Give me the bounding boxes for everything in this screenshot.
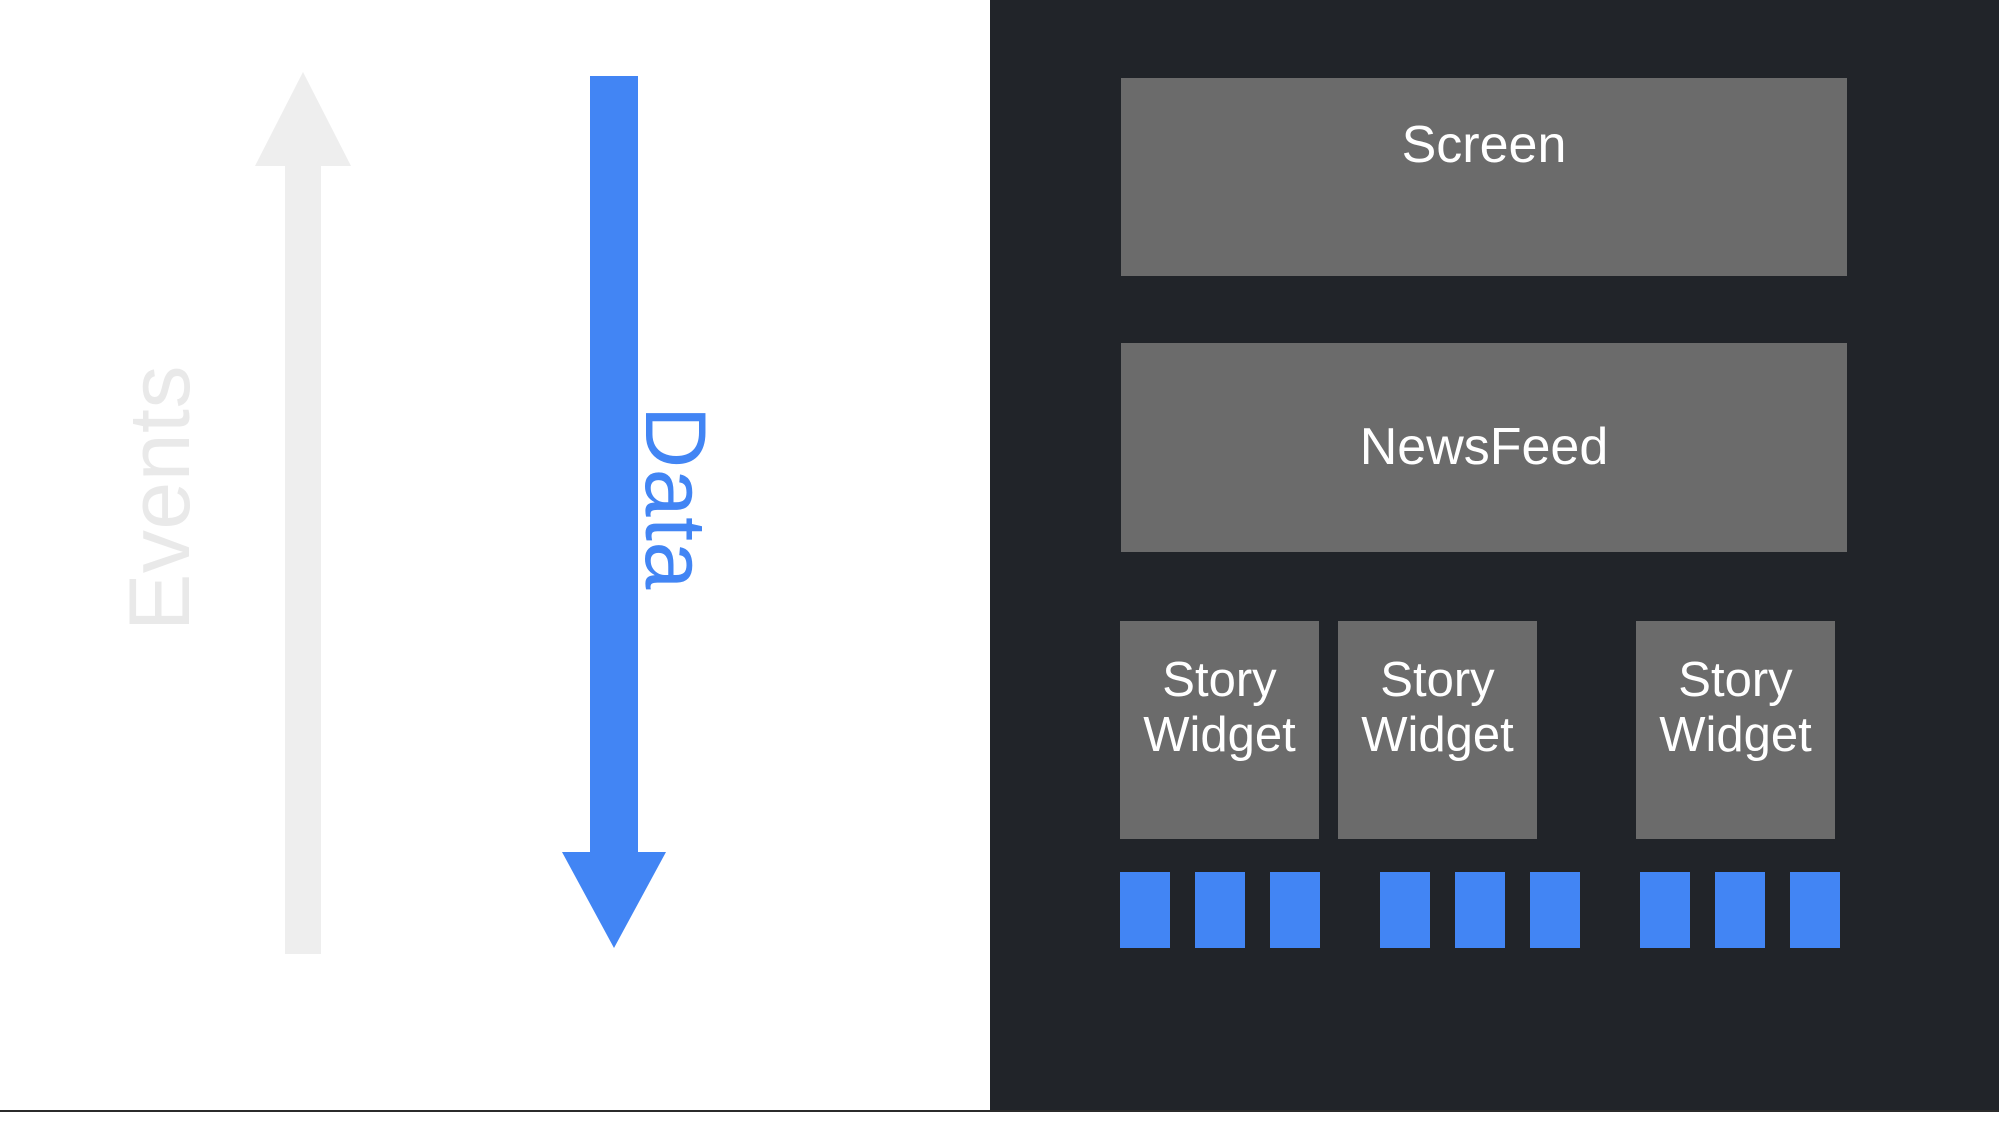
story-widget-line1: Story — [1678, 653, 1793, 707]
leaf-chip[interactable] — [1530, 872, 1580, 948]
events-arrow-up-icon — [255, 72, 351, 954]
data-arrow-down-icon — [562, 76, 666, 948]
leaf-chip[interactable] — [1640, 872, 1690, 948]
node-story-widget[interactable]: Story Widget — [1338, 621, 1537, 839]
data-flow-label: Data — [627, 406, 723, 590]
leaf-chip[interactable] — [1120, 872, 1170, 948]
leaf-chip[interactable] — [1715, 872, 1765, 948]
node-newsfeed[interactable]: NewsFeed — [1121, 343, 1847, 552]
node-screen[interactable]: Screen — [1121, 78, 1847, 276]
story-widget-line2: Widget — [1659, 707, 1812, 762]
leaf-chip[interactable] — [1195, 872, 1245, 948]
bottom-divider — [0, 1110, 1999, 1112]
story-widget-line1: Story — [1380, 653, 1495, 707]
leaf-chip[interactable] — [1790, 872, 1840, 948]
story-widget-line2: Widget — [1143, 707, 1296, 762]
story-widget-line1: Story — [1162, 653, 1277, 707]
leaf-chip[interactable] — [1380, 872, 1430, 948]
flow-legend-pane: Events Data — [0, 0, 990, 1110]
leaf-chip[interactable] — [1455, 872, 1505, 948]
node-story-widget[interactable]: Story Widget — [1120, 621, 1319, 839]
leaf-chip[interactable] — [1270, 872, 1320, 948]
node-story-widget[interactable]: Story Widget — [1636, 621, 1835, 839]
events-flow-label: Events — [112, 365, 208, 631]
component-tree-pane: Screen NewsFeed Story Widget Story Widge… — [990, 0, 1999, 1110]
story-widget-line2: Widget — [1361, 707, 1514, 762]
